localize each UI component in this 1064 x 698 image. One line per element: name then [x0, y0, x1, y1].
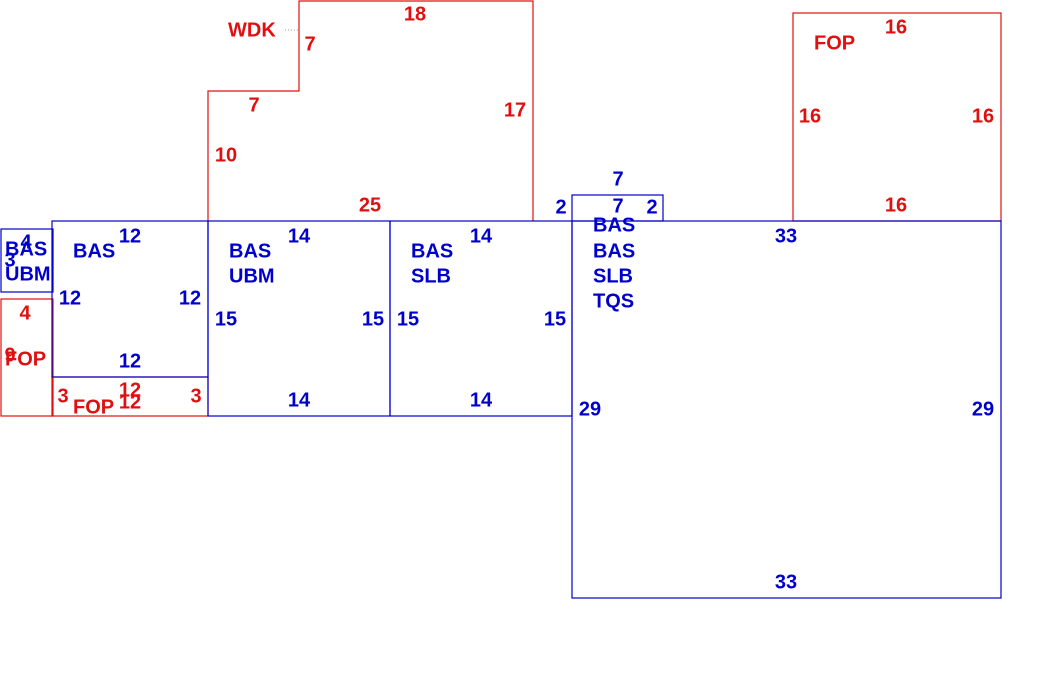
dim-far-left-side: 3	[4, 249, 15, 271]
dim-left-left: 12	[59, 287, 81, 309]
left-bas-code: BAS	[73, 240, 115, 262]
dim-ubm-top: 14	[288, 225, 311, 247]
main-code-4: TQS	[593, 290, 634, 312]
dim-fop-right-right: 16	[972, 105, 994, 127]
dim-main-top: 33	[775, 225, 797, 247]
fop-far-left-outline	[0, 298, 54, 417]
bump-out-outline	[571, 194, 664, 222]
bas-slb-code-1: BAS	[411, 240, 453, 262]
far-left-stack-outline	[0, 228, 54, 293]
dim-left-bottom: 12	[119, 350, 141, 372]
dim-left-right: 12	[179, 287, 201, 309]
dim-wdk-notch-h: 7	[248, 94, 259, 116]
dim-ubm-left: 15	[215, 308, 237, 330]
dim-slb-left: 15	[397, 308, 419, 330]
dim-fop-right-left: 16	[799, 105, 821, 127]
dim-bump-right: 2	[646, 196, 657, 218]
dim-slb-right: 15	[544, 308, 566, 330]
fop-far-left-label: FOP	[5, 348, 46, 370]
dim-ubm-right: 15	[362, 308, 384, 330]
dim-wdk-bottom: 25	[359, 194, 381, 216]
dim-left-top: 12	[119, 225, 141, 247]
dim-bump-left: 2	[555, 196, 566, 218]
wdk-outline	[207, 0, 534, 221]
fop-right-label: FOP	[814, 32, 855, 54]
bas-slb-code-2: SLB	[411, 265, 451, 287]
dim-wdk-right: 17	[504, 99, 526, 121]
dim-fop-far-left-top: 4	[19, 302, 31, 324]
dim-slb-top: 14	[470, 225, 493, 247]
dim-fop-right-top: 16	[885, 16, 907, 38]
main-code-1: BAS	[593, 214, 635, 236]
dim-wdk-top: 18	[404, 3, 426, 25]
far-left-code-2: UBM	[5, 263, 51, 285]
dim-main-bottom: 33	[775, 571, 797, 593]
dim-fop-far-left-side: 9	[4, 344, 15, 366]
fop-bottom-label: FOP	[73, 396, 114, 418]
dim-slb-bottom: 14	[470, 389, 493, 411]
main-block-outline	[571, 220, 1002, 599]
main-code-3: SLB	[593, 265, 633, 287]
dim-bump-inner: 7	[612, 195, 623, 217]
dim-fop-bottom-left: 3	[57, 385, 68, 407]
dim-fop-bottom-bottom: 12	[119, 391, 141, 413]
dim-wdk-notch-v: 7	[304, 33, 315, 55]
dim-fop-bottom-top: 12	[119, 379, 141, 401]
dim-far-left-top: 4	[20, 231, 32, 253]
dim-fop-bottom-right: 3	[190, 385, 201, 407]
dim-main-left: 29	[579, 398, 601, 420]
bas-ubm-code-1: BAS	[229, 240, 271, 262]
bas-ubm-code-2: UBM	[229, 265, 275, 287]
dim-fop-right-bottom: 16	[885, 194, 907, 216]
wdk-label: WDK	[228, 19, 276, 41]
dim-ubm-bottom: 14	[288, 389, 311, 411]
dim-wdk-left: 10	[215, 144, 237, 166]
far-left-code-1: BAS	[5, 238, 47, 260]
dim-main-right: 29	[972, 398, 994, 420]
dim-bump-top: 7	[612, 168, 623, 190]
main-code-2: BAS	[593, 240, 635, 262]
